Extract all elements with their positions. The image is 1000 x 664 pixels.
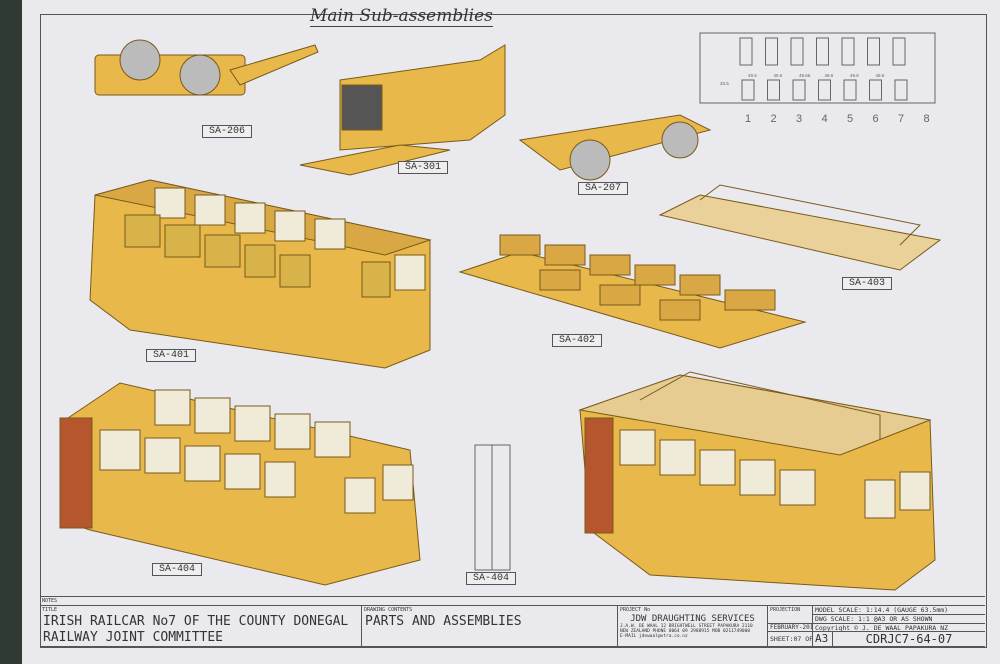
body-assembly-sa404 — [59, 382, 421, 586]
plan-bay-number: 3 — [796, 113, 802, 125]
label-sa404: SA-404 — [152, 563, 203, 576]
label-sa404-end: SA-404 — [466, 572, 517, 585]
engine-sa301 — [299, 44, 506, 176]
plan-window — [816, 37, 829, 66]
plan-seat — [869, 79, 882, 101]
plan-bay-number: 8 — [924, 113, 930, 125]
title-label: TITLE — [42, 607, 58, 613]
plan-bay-number: 6 — [873, 113, 879, 125]
plan-dimension: 49.6 — [850, 73, 859, 78]
end-view-sa404 — [474, 444, 511, 571]
projection-label: PROJECTION — [770, 607, 801, 613]
notes-label: NOTES — [42, 598, 58, 604]
plan-dimension: 49.66 — [799, 73, 811, 78]
drawing-contents: PARTS AND ASSEMBLIES — [365, 614, 522, 629]
title-line1: IRISH RAILCAR No7 OF THE COUNTY DONEGAL — [43, 614, 349, 629]
label-sa206: SA-206 — [202, 125, 253, 138]
plan-window — [790, 37, 804, 66]
bogie-sa207 — [518, 114, 712, 181]
plan-seat — [741, 79, 755, 101]
plan-seat — [818, 79, 831, 101]
plan-offset-dimension: 33.5 — [720, 81, 729, 86]
copyright: Copyright © J. DE WAAL PAPAKURA NZ — [815, 624, 949, 632]
contents-label: DRAWING CONTENTS — [364, 607, 413, 613]
drawing-scale: DWG SCALE: 1:1 @A3 OR AS SHOWN — [815, 615, 933, 623]
plan-window — [765, 37, 778, 66]
plan-seat — [843, 79, 857, 101]
email-line: E-MAIL jdewaal@xtra.co.nz — [620, 634, 688, 639]
plan-dimension: 49.6 — [748, 73, 757, 78]
bogie-sa206 — [94, 39, 319, 96]
plan-dimension: 49.6 — [876, 73, 885, 78]
plan-view: 49.6 49.6 49.66 49.6 49.6 49.6 33.5 1 2 3 4 5 6 7 8 — [699, 32, 936, 125]
plan-seat — [792, 79, 806, 101]
plan-window — [892, 37, 906, 66]
sheet-heading: Main Sub-assemblies — [310, 6, 493, 27]
model-scale: MODEL SCALE: 1:14.4 (GAUGE 63.5mm) — [815, 606, 949, 614]
plan-seat — [767, 79, 780, 101]
plan-window — [841, 37, 855, 66]
sheet-number: SHEET:07 OF 08 — [770, 635, 813, 643]
plan-seat — [894, 79, 908, 101]
plan-bay-number: 4 — [822, 113, 828, 125]
plan-dimension: 49.6 — [774, 73, 783, 78]
paper-size: A3 — [815, 632, 829, 645]
company-name: JDW DRAUGHTING SERVICES — [630, 614, 755, 624]
drawing-frame — [40, 14, 987, 648]
label-sa402: SA-402 — [552, 334, 603, 347]
label-sa207: SA-207 — [578, 182, 629, 195]
label-sa301: SA-301 — [398, 161, 449, 174]
projection-symbol-icon: ◎▭ — [768, 622, 781, 623]
plan-dimension: 49.6 — [825, 73, 834, 78]
plan-bay-number: 5 — [847, 113, 853, 125]
body-shell-sa401 — [89, 179, 432, 369]
title-block: NOTES TITLE IRISH RAILCAR No7 OF THE COU… — [40, 596, 985, 647]
label-sa401: SA-401 — [146, 349, 197, 362]
plan-bay-number: 1 — [745, 113, 751, 125]
plan-bay-number: 2 — [771, 113, 777, 125]
title-line2: RAILWAY JOINT COMMITTEE — [43, 630, 224, 645]
plan-window — [867, 37, 880, 66]
label-sa403: SA-403 — [842, 277, 893, 290]
drawing-number: CDRJC7-64-07 — [865, 632, 953, 646]
project-label: PROJECT No — [620, 607, 651, 613]
address-line: J.A.W. DE WAAL 12 BRIGHTWELL STREET PAPA… — [620, 624, 753, 629]
seats-sa402 — [458, 234, 807, 349]
complete-railcar — [578, 371, 936, 591]
plan-bay-number: 7 — [898, 113, 904, 125]
roof-sa403 — [658, 184, 942, 271]
address-line: NEW ZEALAND PHONE 0064 09 2988915 MOB 02… — [620, 629, 751, 634]
plan-window — [739, 37, 753, 66]
date: FEBRUARY-2014 — [770, 624, 813, 631]
